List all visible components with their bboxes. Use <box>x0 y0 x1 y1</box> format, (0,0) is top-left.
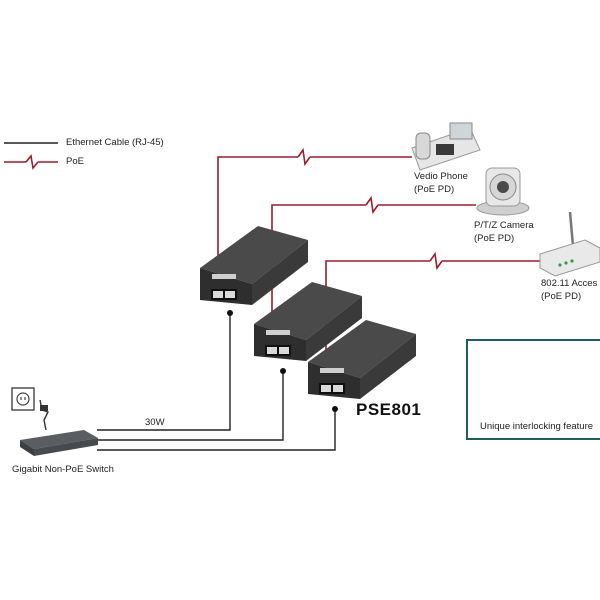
phone-type-label: (PoE PD) <box>414 184 455 195</box>
poe-injector-3 <box>308 320 416 399</box>
ethernet-cable-1 <box>97 310 233 431</box>
ethernet-cable-3 <box>97 406 338 451</box>
access-point-name-label: 802.11 Acces <box>541 278 598 289</box>
poe-injector-1 <box>200 226 308 305</box>
power-rating-label: 30W <box>145 417 165 428</box>
phone-name-label: Vedio Phone <box>414 171 468 182</box>
poe-cable-phone <box>217 147 412 262</box>
switch-label: Gigabit Non-PoE Switch <box>12 464 114 475</box>
ethernet-cable-2 <box>97 368 286 441</box>
poe-injector-2 <box>254 282 362 361</box>
legend-poe-line <box>4 154 58 170</box>
feature-label: Unique interlocking feature <box>480 421 594 432</box>
power-outlet-icon <box>11 387 35 411</box>
switch-icon <box>20 430 98 456</box>
access-point-icon <box>539 211 600 277</box>
camera-name-label: P/T/Z Camera <box>474 220 534 231</box>
camera-type-label: (PoE PD) <box>474 233 515 244</box>
camera-icon <box>476 167 530 216</box>
feature-box: Unique interlocking feature <box>466 339 600 440</box>
model-name: PSE801 <box>356 400 422 419</box>
legend-poe-label: PoE <box>66 156 84 167</box>
access-point-type-label: (PoE PD) <box>541 291 582 302</box>
power-plug-icon <box>39 399 49 431</box>
legend-ethernet-label: Ethernet Cable (RJ-45) <box>66 137 164 148</box>
phone-icon <box>411 122 481 171</box>
